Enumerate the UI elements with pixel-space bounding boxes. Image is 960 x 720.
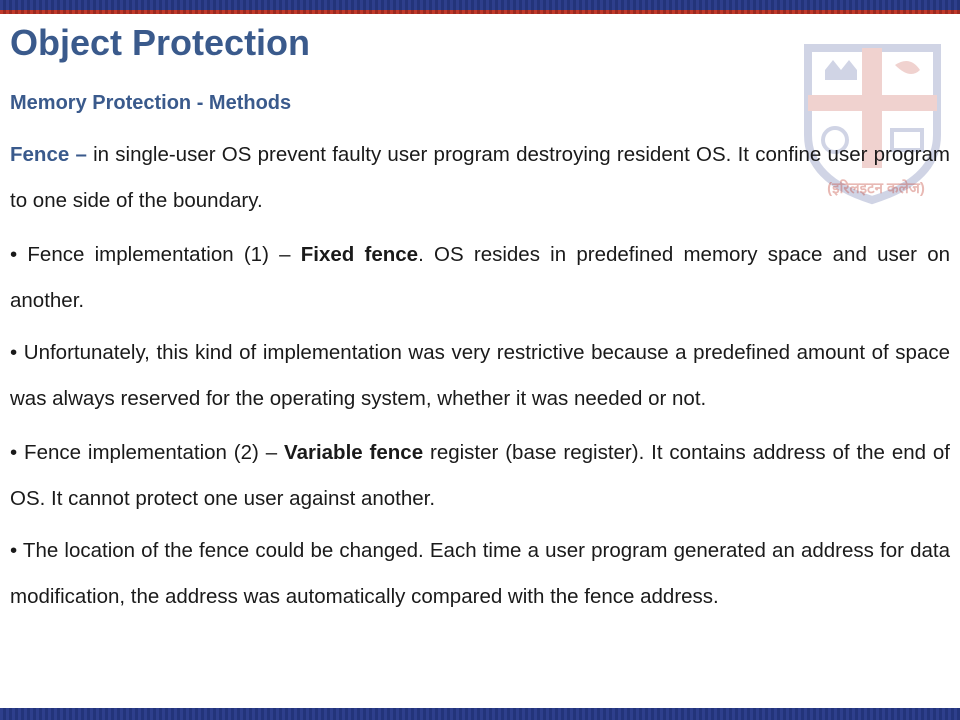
bullet-suffix: . OS resides in predefined memory space … xyxy=(10,243,950,312)
intro-paragraph: Fence – in single-user OS prevent faulty… xyxy=(10,132,950,224)
slide-title: Object Protection xyxy=(10,22,311,63)
college-crest-watermark xyxy=(804,44,941,205)
bullet-suffix: register (base register). It contains ad… xyxy=(10,441,950,510)
bullet-prefix: • Unfortunately, this kind of implementa… xyxy=(10,341,950,410)
bottom-decorative-bar xyxy=(0,708,960,720)
slide-content: Fence – in single-user OS prevent faulty… xyxy=(10,132,950,626)
bullet-keyword: Variable fence xyxy=(284,441,424,464)
intro-text: in single-user OS prevent faulty user pr… xyxy=(10,143,950,212)
bullet-item: • Fence implementation (1) – Fixed fence… xyxy=(10,232,950,324)
bullet-keyword: Fixed fence xyxy=(300,243,419,266)
bullet-item: • Unfortunately, this kind of implementa… xyxy=(10,330,950,422)
bullet-prefix: • Fence implementation (2) – xyxy=(10,441,285,464)
bullet-item: • Fence implementation (2) – Variable fe… xyxy=(10,430,950,522)
slide-subtitle: Memory Protection - Methods xyxy=(10,92,292,114)
intro-lead: Fence – xyxy=(10,143,87,166)
bullet-prefix: • Fence implementation (1) – xyxy=(10,243,301,266)
crest-caption: (इरिलइटन कलेज) xyxy=(827,180,925,197)
top-decorative-bar xyxy=(0,0,960,14)
bullet-prefix: • The location of the fence could be cha… xyxy=(10,539,950,608)
bullet-item: • The location of the fence could be cha… xyxy=(10,528,950,620)
